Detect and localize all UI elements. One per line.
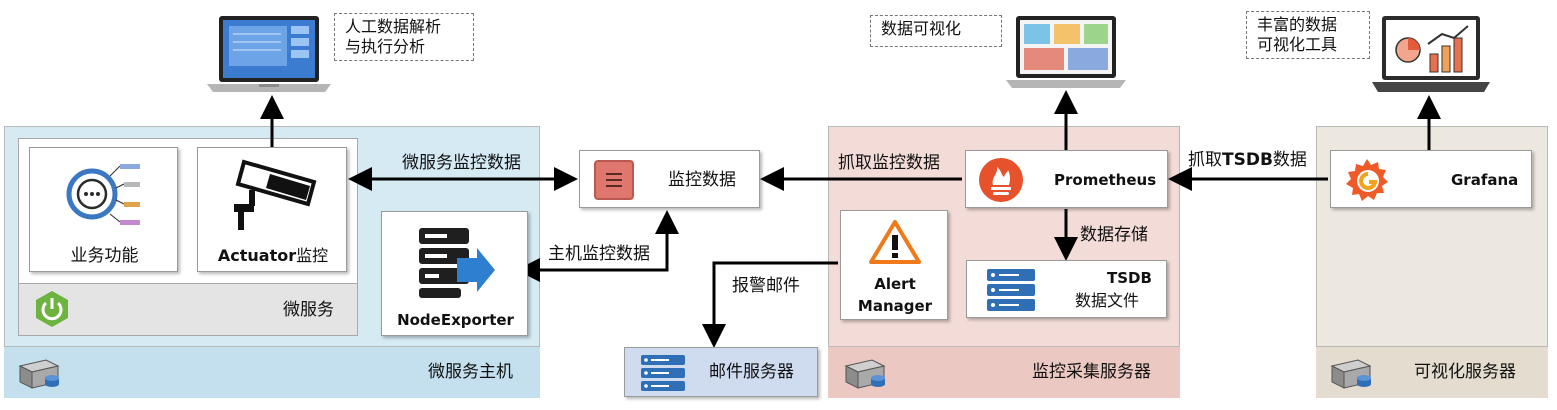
tsdb-box: TSDB 数据文件 [966,260,1167,318]
monitor-server-footer [828,346,1180,398]
visual-host-icon [1328,356,1374,392]
tsdb-line1: TSDB [1107,269,1152,287]
node-exporter-label: NodeExporter [397,311,514,329]
alert-manager-line2: Manager [857,297,933,315]
callout-rich-line1: 丰富的数据 [1257,15,1338,34]
laptop-icon [205,14,333,94]
visual-server-label: 可视化服务器 [1414,362,1516,382]
node-exporter-box: NodeExporter [381,211,528,336]
mail-server-label: 邮件服务器 [709,362,794,382]
host-machine-icon [16,356,62,392]
edge-scrape-monitor-data: 抓取监控数据 [838,153,940,173]
actuator-box: Actuator监控 [197,147,347,272]
edge-scrape-tsdb-suffix: 数据 [1272,150,1307,170]
callout-manual-line1: 人工数据解析 [345,17,442,36]
list-doc-icon [594,160,634,200]
business-function-box: 业务功能 [29,147,178,272]
callout-manual-analysis: 人工数据解析 与执行分析 [334,13,474,61]
microservice-diagram-icon [64,158,144,232]
monitor-host-icon [842,356,888,392]
arrow-alert-mail [702,261,838,348]
cctv-camera-icon [230,156,320,232]
monitor-server-label: 监控采集服务器 [1032,362,1151,382]
mail-server-rack-icon [639,353,687,393]
callout-manual-line2: 与执行分析 [345,37,426,56]
prometheus-flame-icon [978,157,1024,203]
microservice-host-footer [4,346,540,398]
arrow-host-monitor-data [516,210,679,282]
edge-scrape-tsdb-prefix: 抓取 [1188,150,1222,170]
spring-power-icon [32,289,72,329]
tsdb-line2: 数据文件 [1075,291,1140,310]
prometheus-label: Prometheus [1054,171,1157,189]
dashboard-laptop-icon [1004,14,1128,90]
mail-server-box: 邮件服务器 [624,347,818,397]
grafana-gear-icon [1343,156,1391,204]
warning-triangle-icon [869,219,921,265]
callout-visualize-text: 数据可视化 [881,19,962,38]
callout-rich-tools: 丰富的数据 可视化工具 [1246,11,1370,59]
server-rack-icon [985,267,1037,313]
server-stack-icon [417,224,497,300]
edge-alert-mail: 报警邮件 [732,276,800,296]
actuator-label-rest: 监控 [296,246,329,265]
grafana-label: Grafana [1451,171,1519,189]
analytics-laptop-icon [1370,14,1492,94]
prometheus-box: Prometheus [965,150,1168,208]
callout-visualize: 数据可视化 [870,15,1002,47]
edge-host-monitor-data: 主机监控数据 [548,244,650,264]
actuator-label: Actuator监控 [198,246,348,266]
edge-scrape-tsdb-bold: TSDB [1222,150,1273,170]
microservice-label: 微服务 [283,300,334,320]
microservice-footer [18,283,358,336]
alert-manager-line1: Alert [874,275,916,293]
business-function-label: 业务功能 [70,246,139,266]
alert-manager-box: Alert Manager [840,210,948,320]
edge-scrape-tsdb: 抓取TSDB数据 [1188,150,1307,170]
edge-data-storage: 数据存储 [1080,225,1148,245]
callout-rich-line2: 可视化工具 [1257,35,1338,54]
monitor-data-label: 监控数据 [668,170,736,190]
grafana-box: Grafana [1330,150,1532,208]
edge-ms-monitor-data: 微服务监控数据 [402,153,521,173]
actuator-label-bold: Actuator [217,246,297,265]
microservice-host-label: 微服务主机 [428,362,513,382]
monitor-data-box: 监控数据 [579,150,760,208]
